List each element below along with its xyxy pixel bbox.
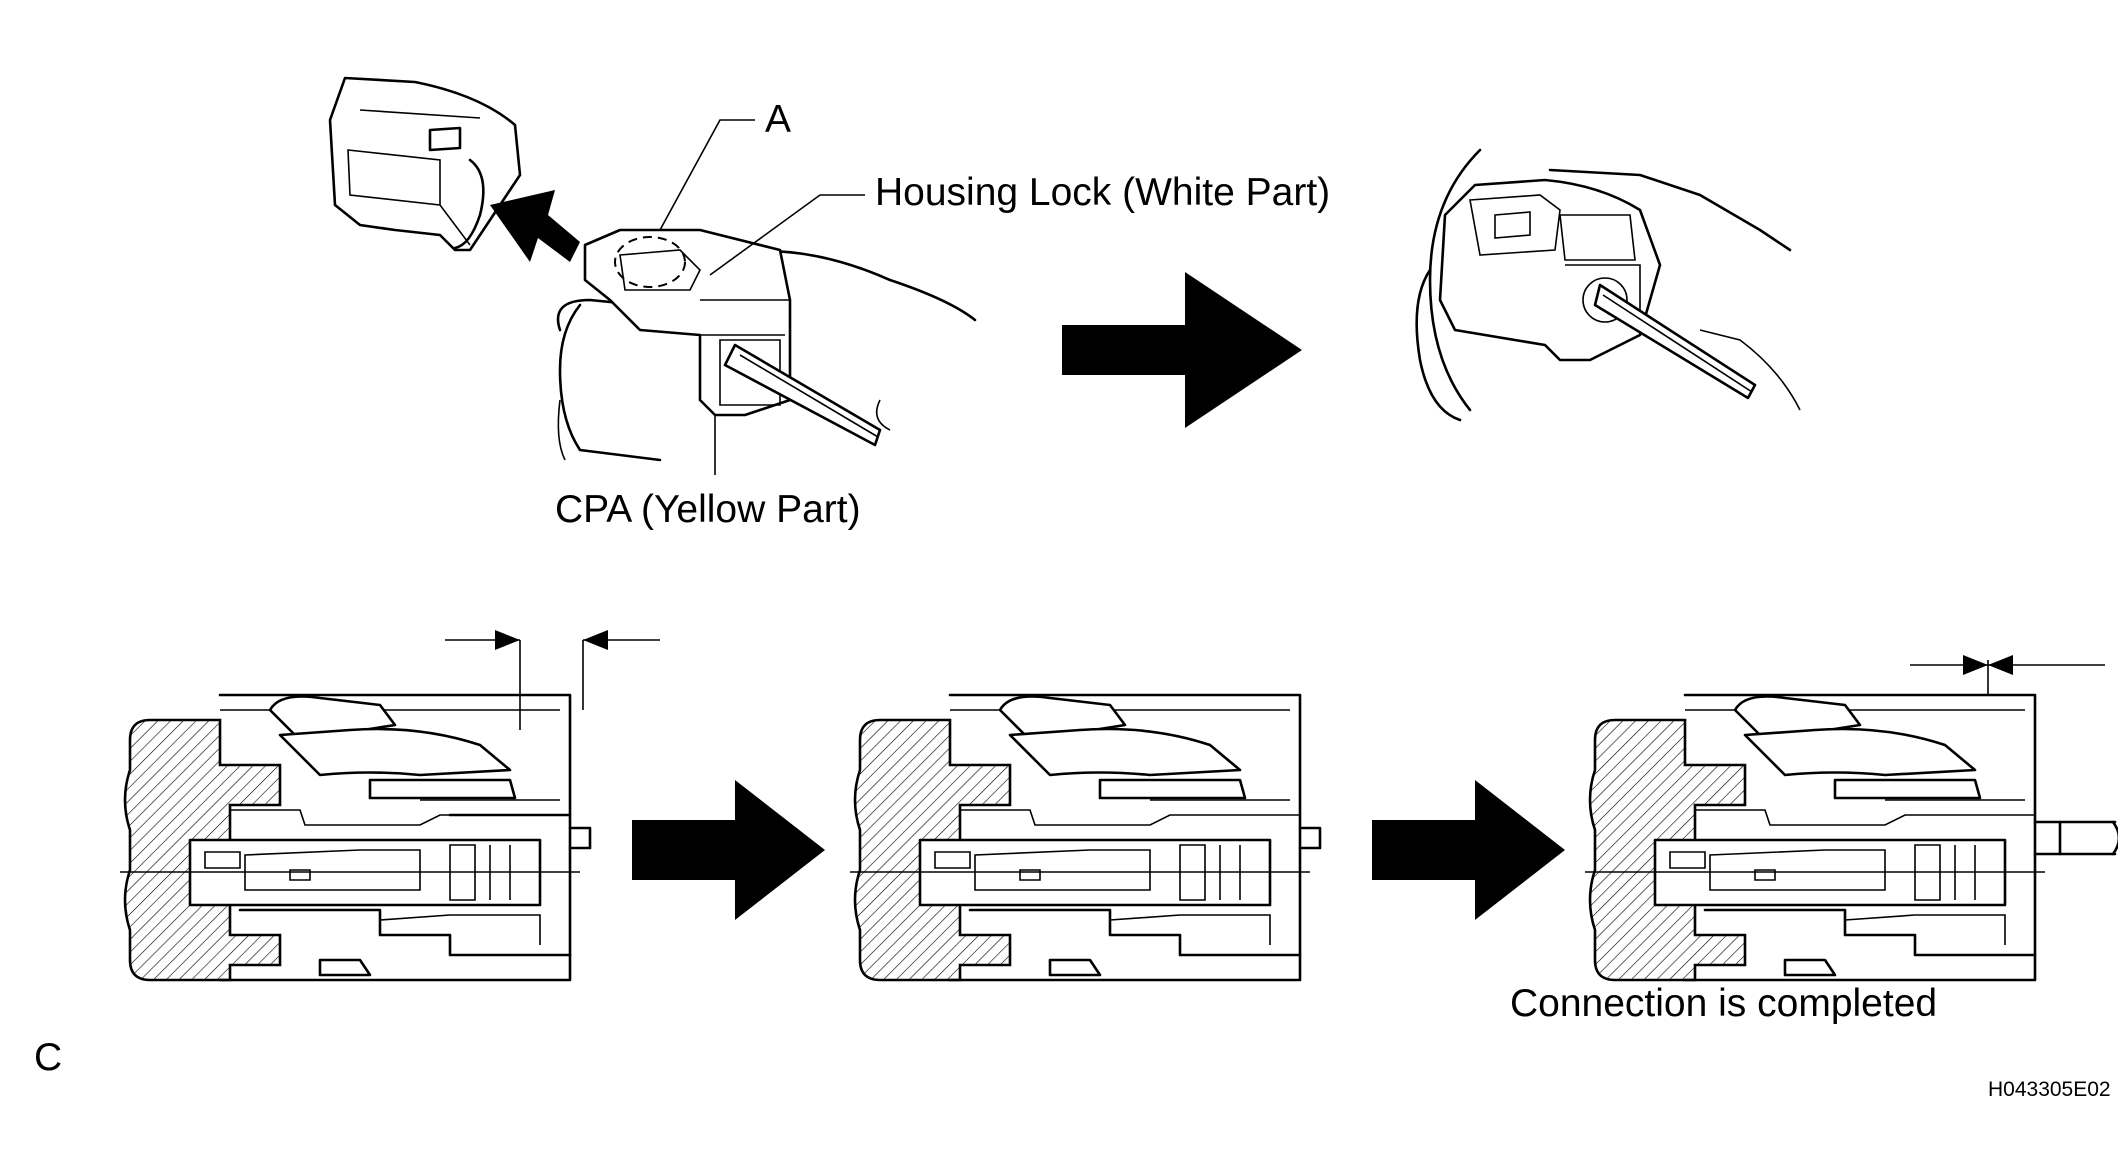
label-a: A [765, 98, 791, 141]
plug-illustration-before [328, 76, 977, 475]
cross-section-3 [1583, 655, 2118, 982]
arrow-right-icon [632, 780, 825, 920]
arrow-right-icon [1062, 272, 1302, 428]
arrow-left-icon [490, 190, 580, 262]
cross-section-2 [848, 693, 1322, 982]
cross-section-1 [118, 630, 660, 982]
area-a-dashed-outline [614, 236, 686, 288]
leader-line-housing-lock [709, 194, 865, 276]
label-connection-completed: Connection is completed [1510, 982, 1937, 1025]
figure-code: H043305E02 [1988, 1078, 2111, 1101]
label-cpa: CPA (Yellow Part) [555, 488, 861, 531]
label-view-c: C [34, 1036, 62, 1079]
plug-illustration-after [1415, 148, 1801, 422]
label-housing-lock: Housing Lock (White Part) [875, 171, 1330, 214]
arrow-right-icon [1372, 780, 1565, 920]
leader-line-a [659, 119, 755, 231]
